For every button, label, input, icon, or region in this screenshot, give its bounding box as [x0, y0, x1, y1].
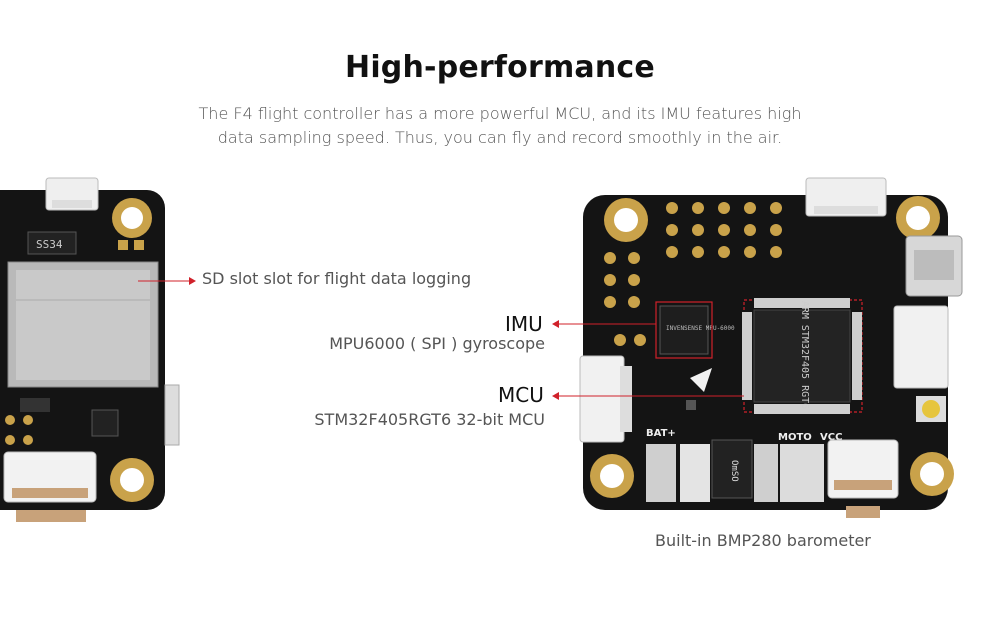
page-title: High-performance	[345, 50, 655, 85]
left-flight-controller-board: SS34	[0, 177, 180, 522]
mcu-chip-marking: ARM STM32F405 RGT6	[799, 301, 810, 409]
mounting-hole-icon	[590, 454, 634, 498]
mounting-hole-icon	[112, 198, 152, 238]
sd-slot-callout: SD slot slot for flight data logging	[202, 269, 472, 288]
silk-omso-label: OmSO	[729, 460, 739, 482]
mcu-chip: ARM STM32F405 RGT6	[742, 298, 863, 414]
description-line-2: data sampling speed. Thus, you can fly a…	[217, 128, 783, 147]
imu-chip-marking: INVENSENSE MPU-6000	[666, 325, 735, 332]
page-description: The F4 flight controller has a more powe…	[150, 102, 850, 150]
imu-chip: INVENSENSE MPU-6000	[655, 301, 735, 359]
silk-bat-label: BAT+	[646, 428, 676, 439]
chip-marking: SS34	[36, 238, 63, 251]
mounting-hole-icon	[896, 196, 940, 240]
barometer-caption: Built-in BMP280 barometer	[655, 531, 871, 550]
mcu-callout-desc: STM32F405RGT6 32-bit MCU	[314, 410, 545, 429]
description-line-1: The F4 flight controller has a more powe…	[198, 104, 802, 123]
silk-moto-label: MOTO	[778, 432, 812, 443]
mounting-hole-icon	[110, 458, 154, 502]
imu-callout-title: IMU	[505, 312, 543, 336]
imu-callout-desc: MPU6000 ( SPI ) gyroscope	[329, 334, 545, 353]
callout-lines	[138, 277, 744, 400]
right-flight-controller-board: INVENSENSE MPU-6000 ARM STM32F405 RGT6 B…	[579, 177, 963, 518]
mounting-hole-icon	[604, 198, 648, 242]
mcu-callout-title: MCU	[498, 383, 544, 407]
mounting-hole-icon	[910, 452, 954, 496]
silk-vcc-label: VCC	[820, 432, 842, 443]
sd-card-slot	[7, 261, 159, 388]
